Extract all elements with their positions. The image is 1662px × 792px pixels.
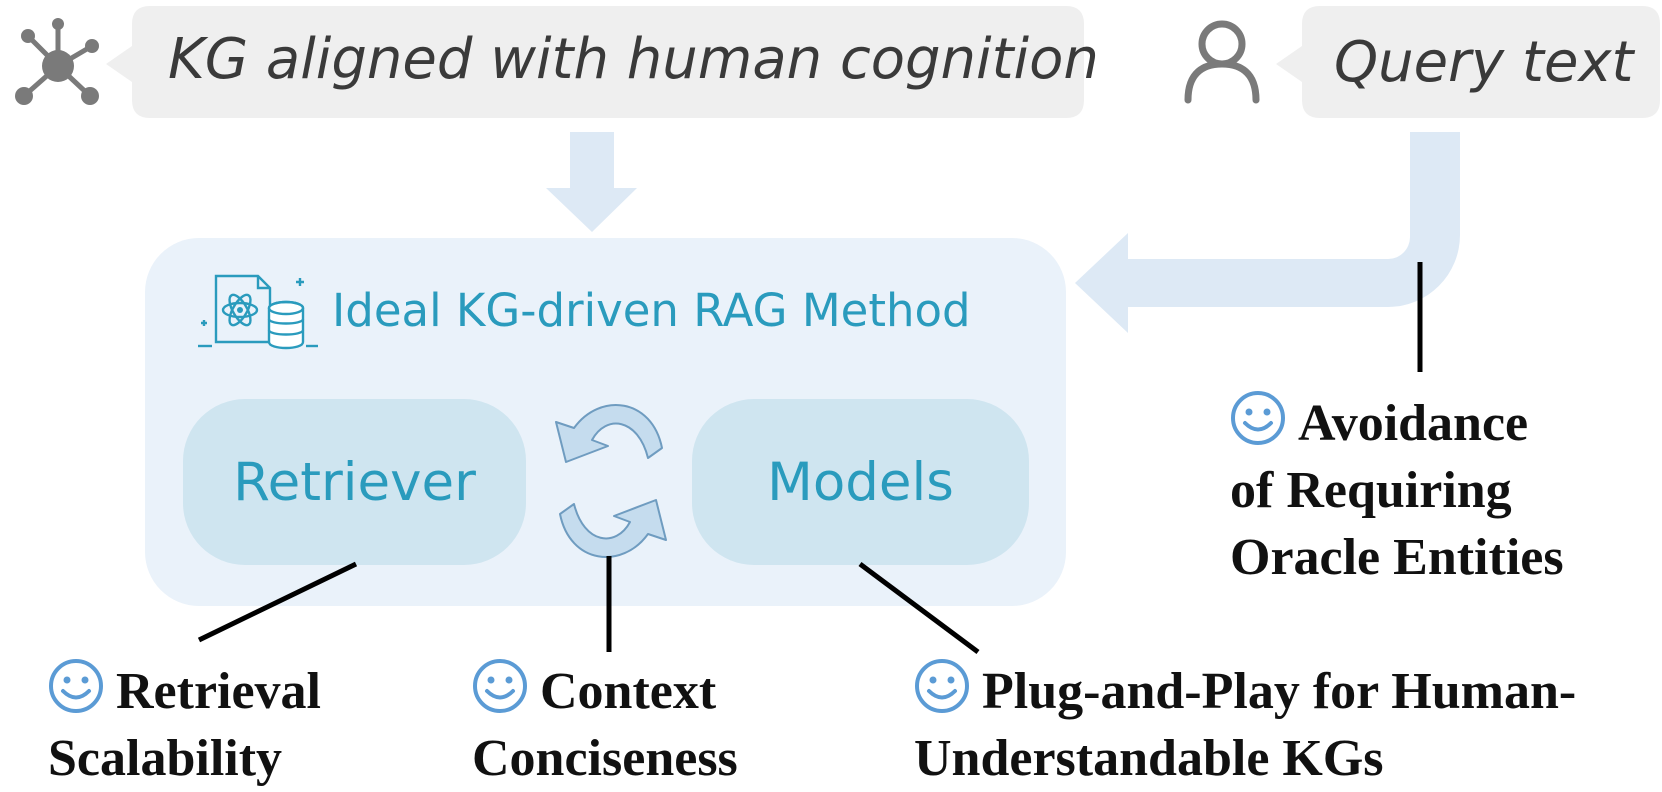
context-line-2: Conciseness	[472, 730, 738, 787]
query-bubble-text: Query text	[1334, 30, 1634, 95]
query-bubble-shape	[1276, 6, 1660, 118]
user-icon	[1184, 20, 1260, 104]
smiley-icon	[1231, 391, 1285, 445]
plug-line-1: Plug-and-Play for Human-	[982, 663, 1577, 720]
kg-down-arrow	[546, 132, 637, 232]
method-title: Ideal KG-driven RAG Method	[332, 284, 971, 337]
knowledge-graph-icon	[15, 18, 99, 105]
models-connector	[858, 561, 980, 655]
models-label: Models	[767, 452, 954, 513]
context-line-1: Context	[540, 663, 717, 720]
retrieval-line-1: Retrieval	[116, 663, 322, 720]
smiley-icon	[49, 659, 103, 713]
query-bent-arrow	[1075, 132, 1460, 333]
plug-and-play-label: Plug-and-Play for Human- Understandable …	[914, 658, 1576, 792]
kg-bubble-shape	[106, 6, 1084, 118]
avoidance-line-1: Avoidance	[1298, 395, 1529, 452]
avoidance-line-3: Oracle Entities	[1230, 529, 1564, 586]
retriever-pill	[183, 399, 526, 565]
models-pill	[692, 399, 1029, 565]
cycle-arrows-icon	[555, 404, 667, 558]
plug-line-2: Understandable KGs	[914, 730, 1384, 787]
kg-bubble-text: KG aligned with human cognition	[168, 27, 1099, 92]
smiley-icon	[915, 659, 969, 713]
retriever-label: Retriever	[233, 452, 476, 513]
atom-database-icon	[198, 274, 318, 350]
smiley-icon	[473, 659, 527, 713]
avoidance-line-2: of Requiring	[1230, 462, 1512, 519]
retriever-connector	[197, 561, 358, 643]
context-conciseness-label: Context Conciseness	[472, 658, 738, 792]
avoidance-label: Avoidance of Requiring Oracle Entities	[1230, 390, 1564, 591]
retrieval-scalability-label: Retrieval Scalability	[48, 658, 321, 792]
retrieval-line-2: Scalability	[48, 730, 283, 787]
